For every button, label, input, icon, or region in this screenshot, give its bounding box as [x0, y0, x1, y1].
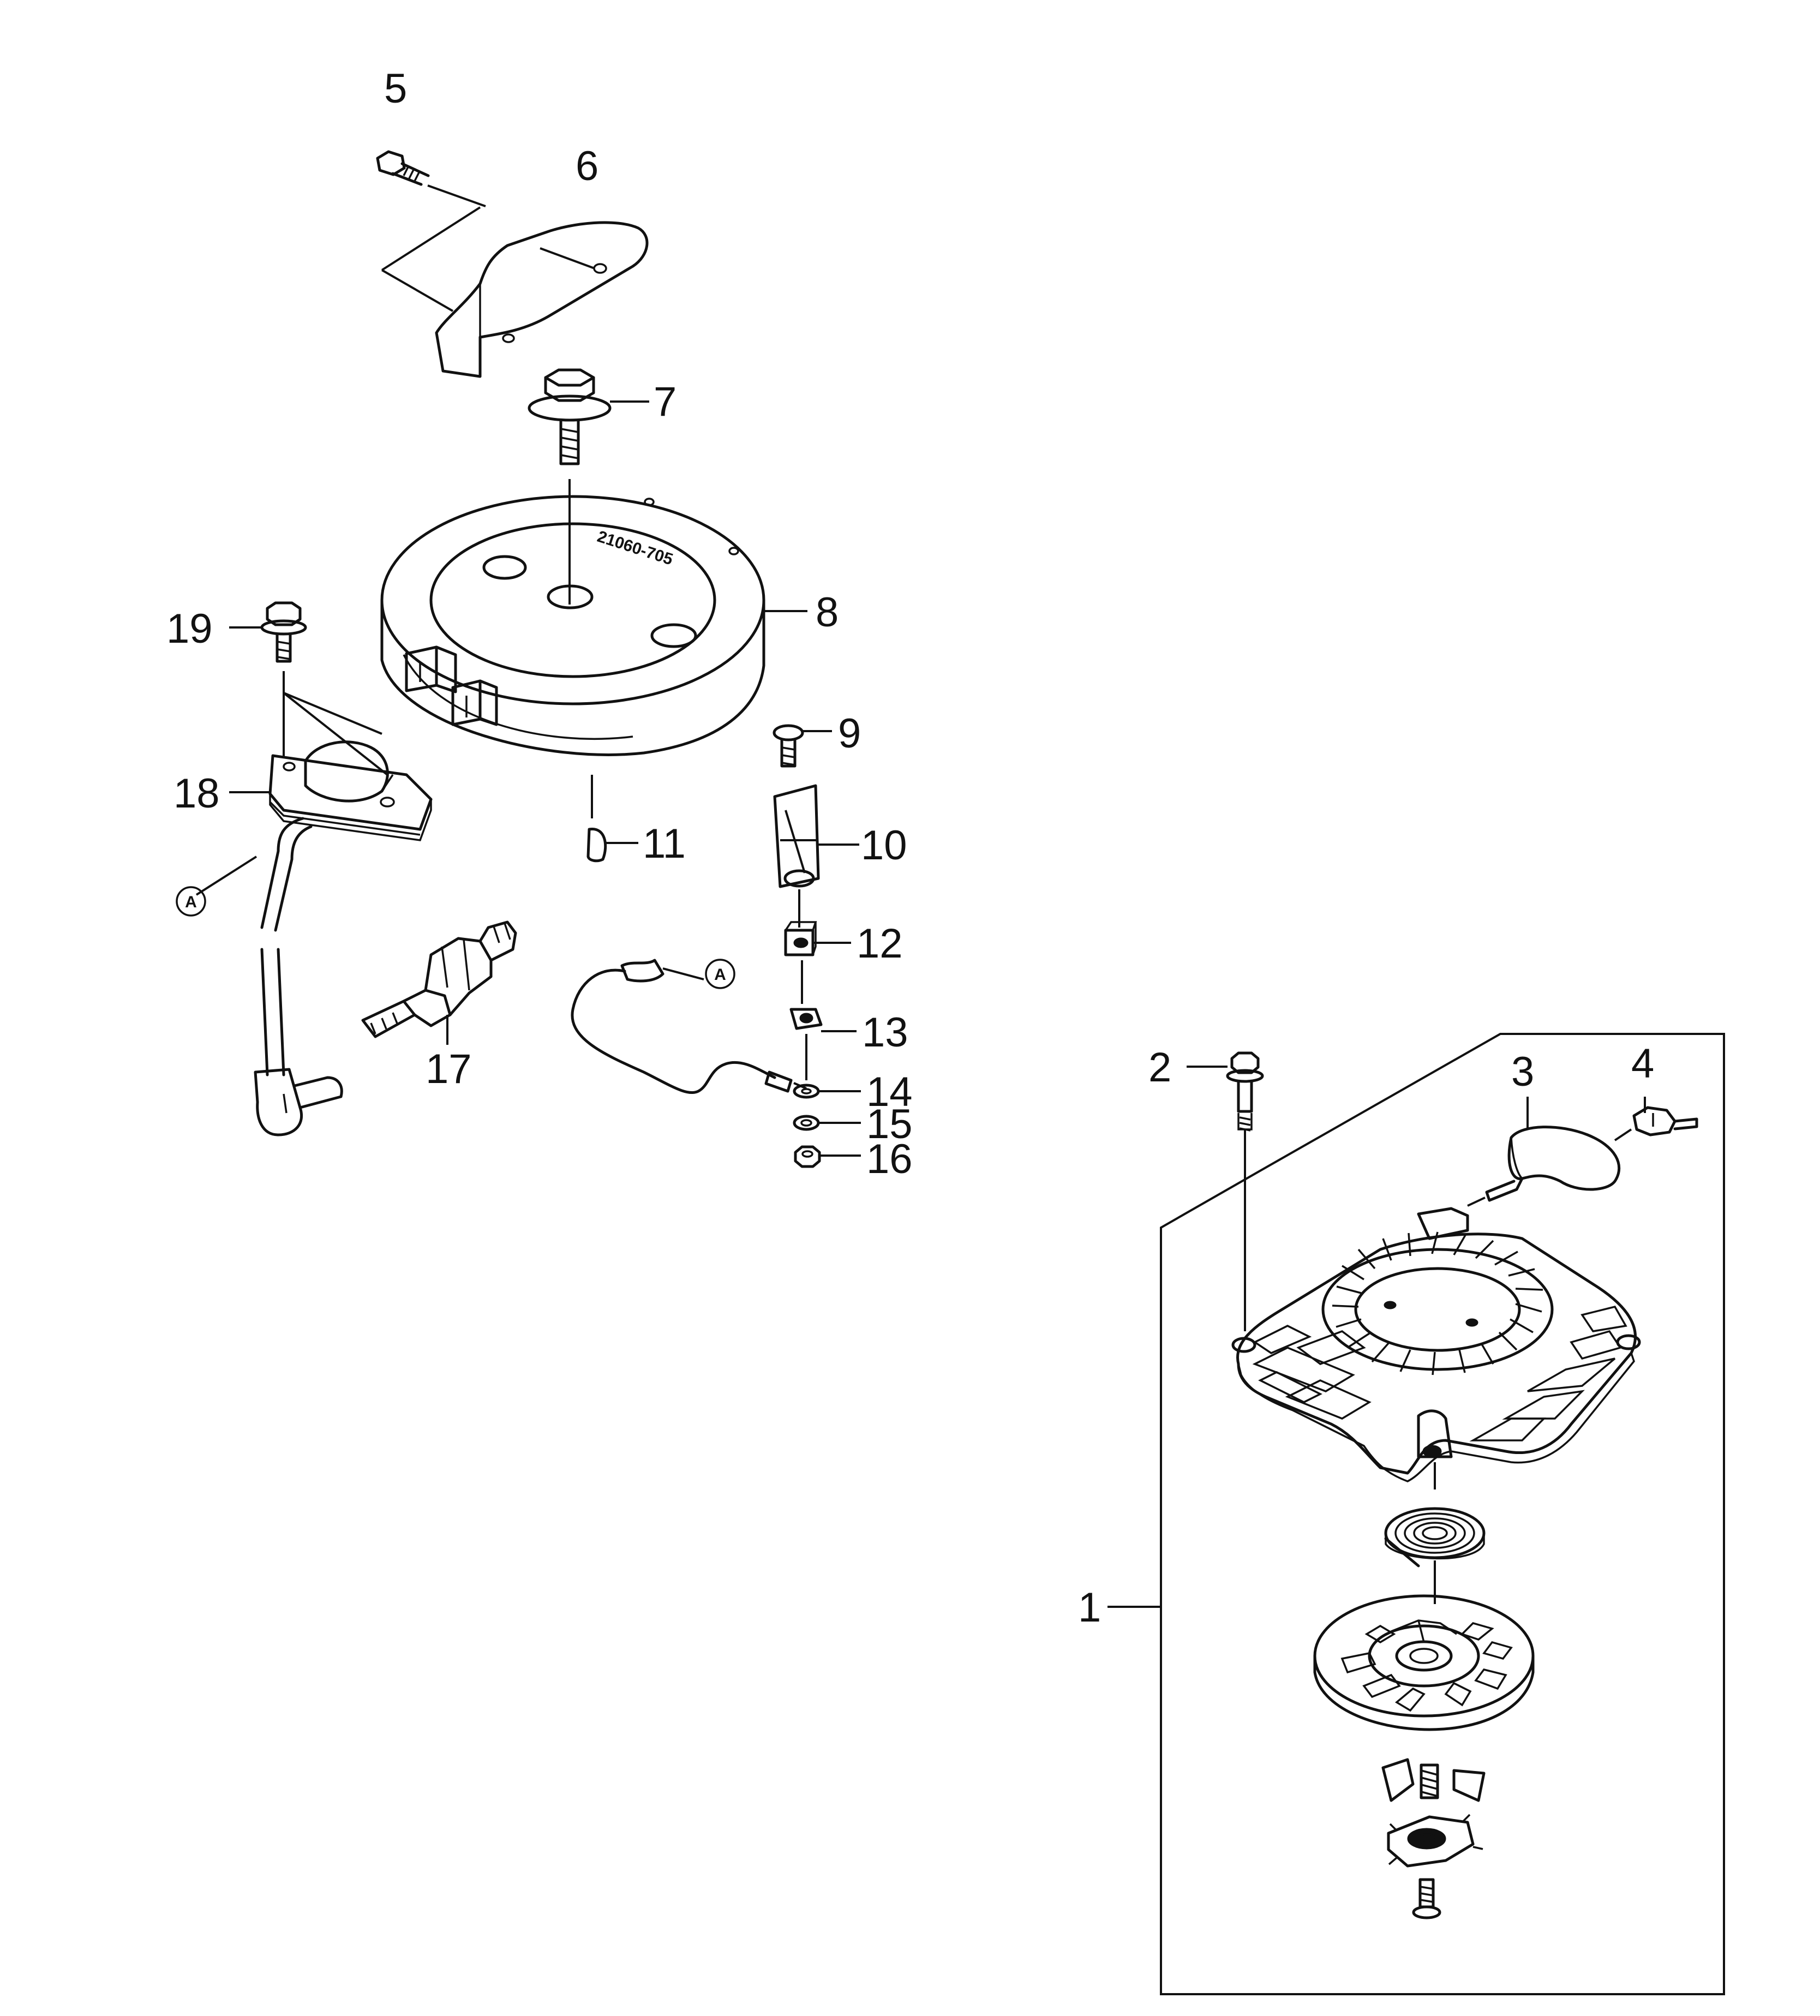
part-19-bolt — [229, 601, 307, 663]
coil-connector-a-marker: A — [185, 893, 197, 911]
callout-2: 2 — [1148, 1044, 1171, 1091]
part-11-key — [586, 775, 638, 863]
callout-14: 14 — [866, 1069, 913, 1115]
callout-19: 19 — [166, 606, 213, 652]
ratchet-parts — [1381, 1758, 1486, 1919]
part-2-bolt — [1187, 1051, 1264, 1331]
callout-15: 15 — [866, 1101, 913, 1147]
callout-8: 8 — [816, 589, 839, 636]
callout-6: 6 — [576, 143, 598, 189]
part-13-clip — [789, 960, 857, 1032]
callout-16: 16 — [866, 1136, 913, 1182]
callout-labels: 1 2 3 4 5 6 7 8 9 10 11 12 13 14 15 16 1… — [166, 65, 1654, 1631]
recoil-spring — [1384, 1507, 1486, 1568]
ground-wire: A — [571, 959, 807, 1094]
part-4-rope-plug — [1614, 1097, 1698, 1141]
part-6-cover-plate — [381, 184, 649, 378]
callout-3: 3 — [1511, 1049, 1534, 1095]
callout-11: 11 — [643, 821, 686, 867]
part-5-bolt — [376, 150, 430, 186]
callout-17: 17 — [426, 1046, 472, 1092]
part-15-washer — [793, 1115, 861, 1131]
callout-13: 13 — [862, 1009, 908, 1056]
callout-9: 9 — [838, 710, 861, 757]
part-16-nut — [794, 1145, 861, 1168]
flywheel-stamp: 21060-705 — [595, 528, 675, 569]
part-17-spark-plug — [361, 920, 517, 1045]
callout-5: 5 — [384, 65, 407, 112]
callout-1: 1 — [1078, 1584, 1101, 1631]
part-14-terminal — [793, 1034, 861, 1099]
part-8-flywheel: 21060-705 — [380, 479, 807, 756]
recoil-reel — [1313, 1594, 1535, 1731]
part-7-flywheel-bolt — [528, 368, 649, 465]
part-18-ignition-coil: A — [176, 671, 433, 1136]
callout-12: 12 — [857, 920, 903, 967]
part-10-strip — [773, 784, 859, 888]
callout-7: 7 — [654, 379, 676, 425]
callout-18: 18 — [173, 770, 220, 817]
part-3-starter-handle — [1467, 1097, 1621, 1207]
connector-a-marker: A — [714, 966, 726, 984]
callout-10: 10 — [861, 822, 907, 869]
part-12-clip — [784, 889, 851, 956]
callout-4: 4 — [1631, 1040, 1654, 1087]
part-9-screw — [773, 724, 832, 768]
part-1-recoil-starter — [1107, 1033, 1725, 1995]
